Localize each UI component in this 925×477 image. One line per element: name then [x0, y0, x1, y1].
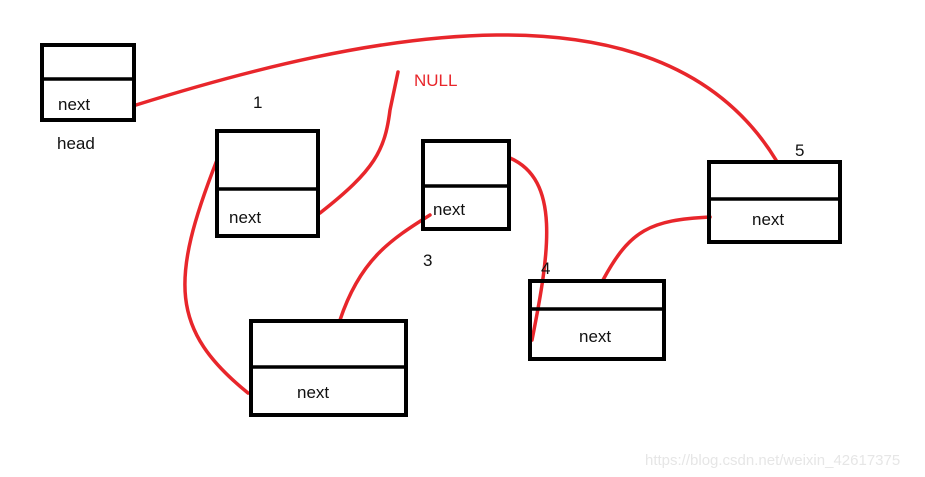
link-4-to-5 [601, 215, 712, 282]
node-head: next head [40, 43, 136, 153]
node-field-label: next [433, 200, 465, 219]
node-caption: 3 [423, 251, 432, 270]
link-1-to-2 [183, 158, 250, 395]
node-field-label: next [297, 383, 329, 402]
node-caption: 4 [541, 259, 550, 278]
link-1-to-null [318, 70, 400, 215]
link-head-to-5 [134, 33, 778, 162]
node-5: next 5 [707, 141, 842, 244]
node-field-label: next [58, 95, 90, 114]
null-label: NULL [414, 71, 457, 90]
node-4: next 4 [528, 259, 666, 361]
node-field-label: next [229, 208, 261, 227]
node-caption: 1 [253, 93, 262, 112]
node-1: next 1 [215, 93, 320, 238]
node-field-label: next [579, 327, 611, 346]
node-field-label: next [752, 210, 784, 229]
node-caption: head [57, 134, 95, 153]
node-3: next 3 [421, 139, 511, 270]
watermark: https://blog.csdn.net/weixin_42617375 [645, 452, 900, 469]
node-caption: 5 [795, 141, 804, 160]
link-2-to-3 [338, 213, 432, 322]
node-2: next [249, 319, 408, 417]
